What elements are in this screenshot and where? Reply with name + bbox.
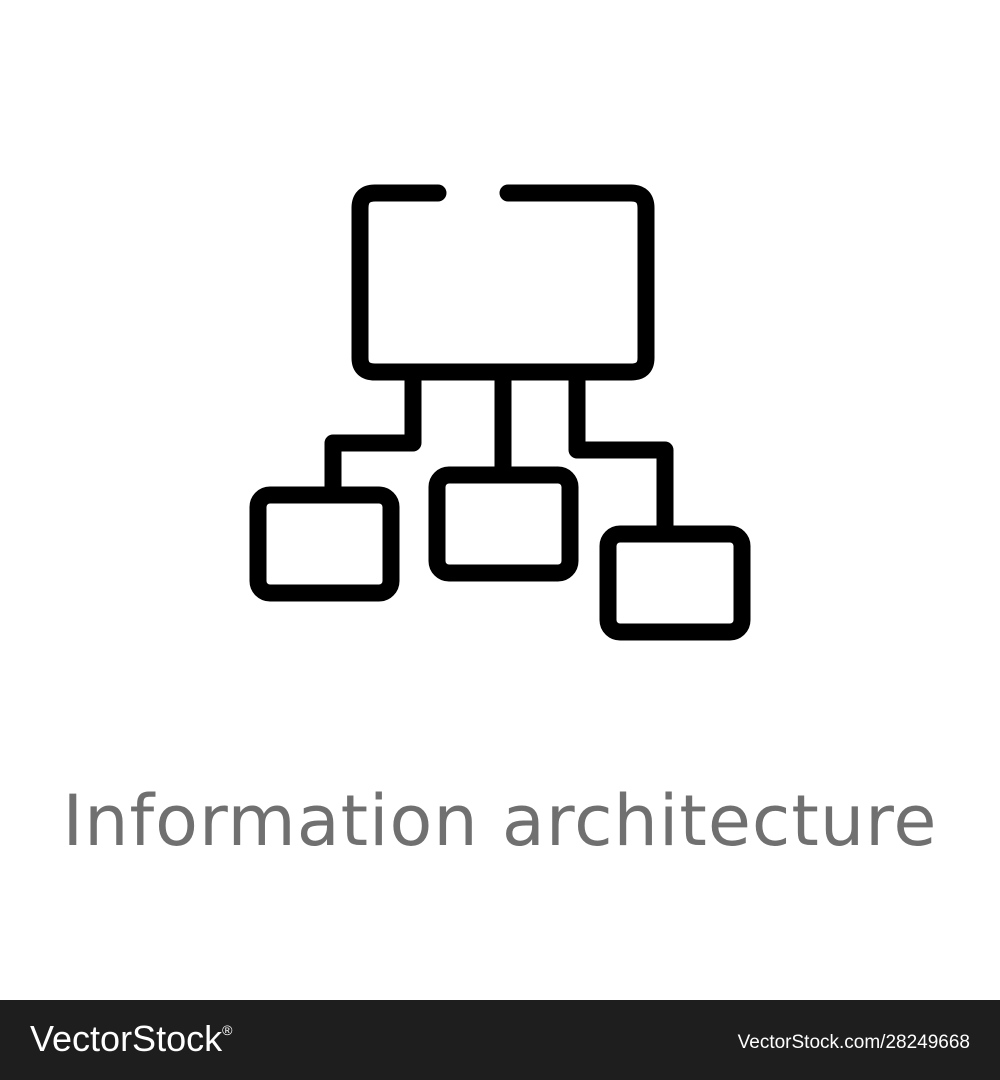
brand-registered-mark: ®: [222, 1022, 233, 1038]
icon-caption: Information architecture: [62, 780, 938, 862]
left-child-box: [249, 486, 400, 602]
left-connector: [324, 363, 422, 504]
image-reference: VectorStock.com/28249668: [737, 1032, 970, 1053]
top-box-outline: [351, 184, 655, 381]
brand-name: VectorStock: [30, 1018, 223, 1059]
hierarchy-diagram-icon: [249, 184, 751, 641]
artwork: Information architecture: [62, 184, 938, 862]
middle-child-box: [428, 466, 579, 582]
hierarchy-diagram-svg: [249, 184, 751, 641]
brand-logo: VectorStock®: [30, 1018, 232, 1060]
watermark-footer: VectorStock® VectorStock.com/28249668: [0, 1000, 1000, 1080]
right-child-box: [599, 525, 751, 641]
right-connector: [568, 363, 674, 543]
